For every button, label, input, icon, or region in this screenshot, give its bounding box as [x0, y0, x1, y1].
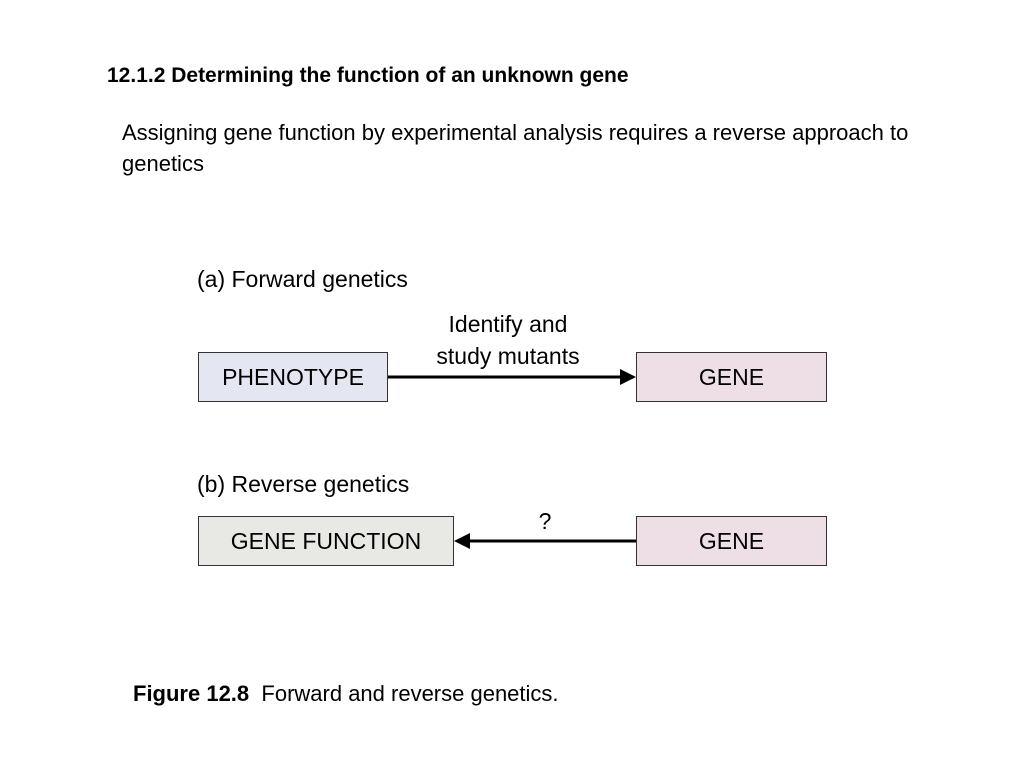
slide-title: 12.1.2 Determining the function of an un…	[107, 64, 629, 87]
reverse-genetics-label: (b) Reverse genetics	[197, 471, 410, 497]
reverse-arrow	[454, 533, 636, 549]
forward-gene-box: GENE	[636, 352, 827, 402]
forward-arrow-label: Identify and study mutants	[408, 308, 608, 372]
forward-arrow-label-line2: study mutants	[436, 343, 580, 369]
figure-number: Figure 12.8	[133, 681, 250, 706]
forward-arrow	[388, 369, 636, 385]
gene-function-box: GENE FUNCTION	[198, 516, 454, 566]
forward-arrow-label-line1: Identify and	[448, 311, 568, 337]
slide-body-text: Assigning gene function by experimental …	[122, 120, 909, 176]
phenotype-box: PHENOTYPE	[198, 352, 388, 402]
figure-caption-text: Forward and reverse genetics.	[261, 681, 559, 706]
reverse-gene-box: GENE	[636, 516, 827, 566]
forward-genetics-label: (a) Forward genetics	[197, 266, 408, 292]
figure-caption: Figure 12.8 Forward and reverse genetics…	[133, 681, 559, 707]
reverse-arrow-label: ?	[538, 508, 552, 534]
